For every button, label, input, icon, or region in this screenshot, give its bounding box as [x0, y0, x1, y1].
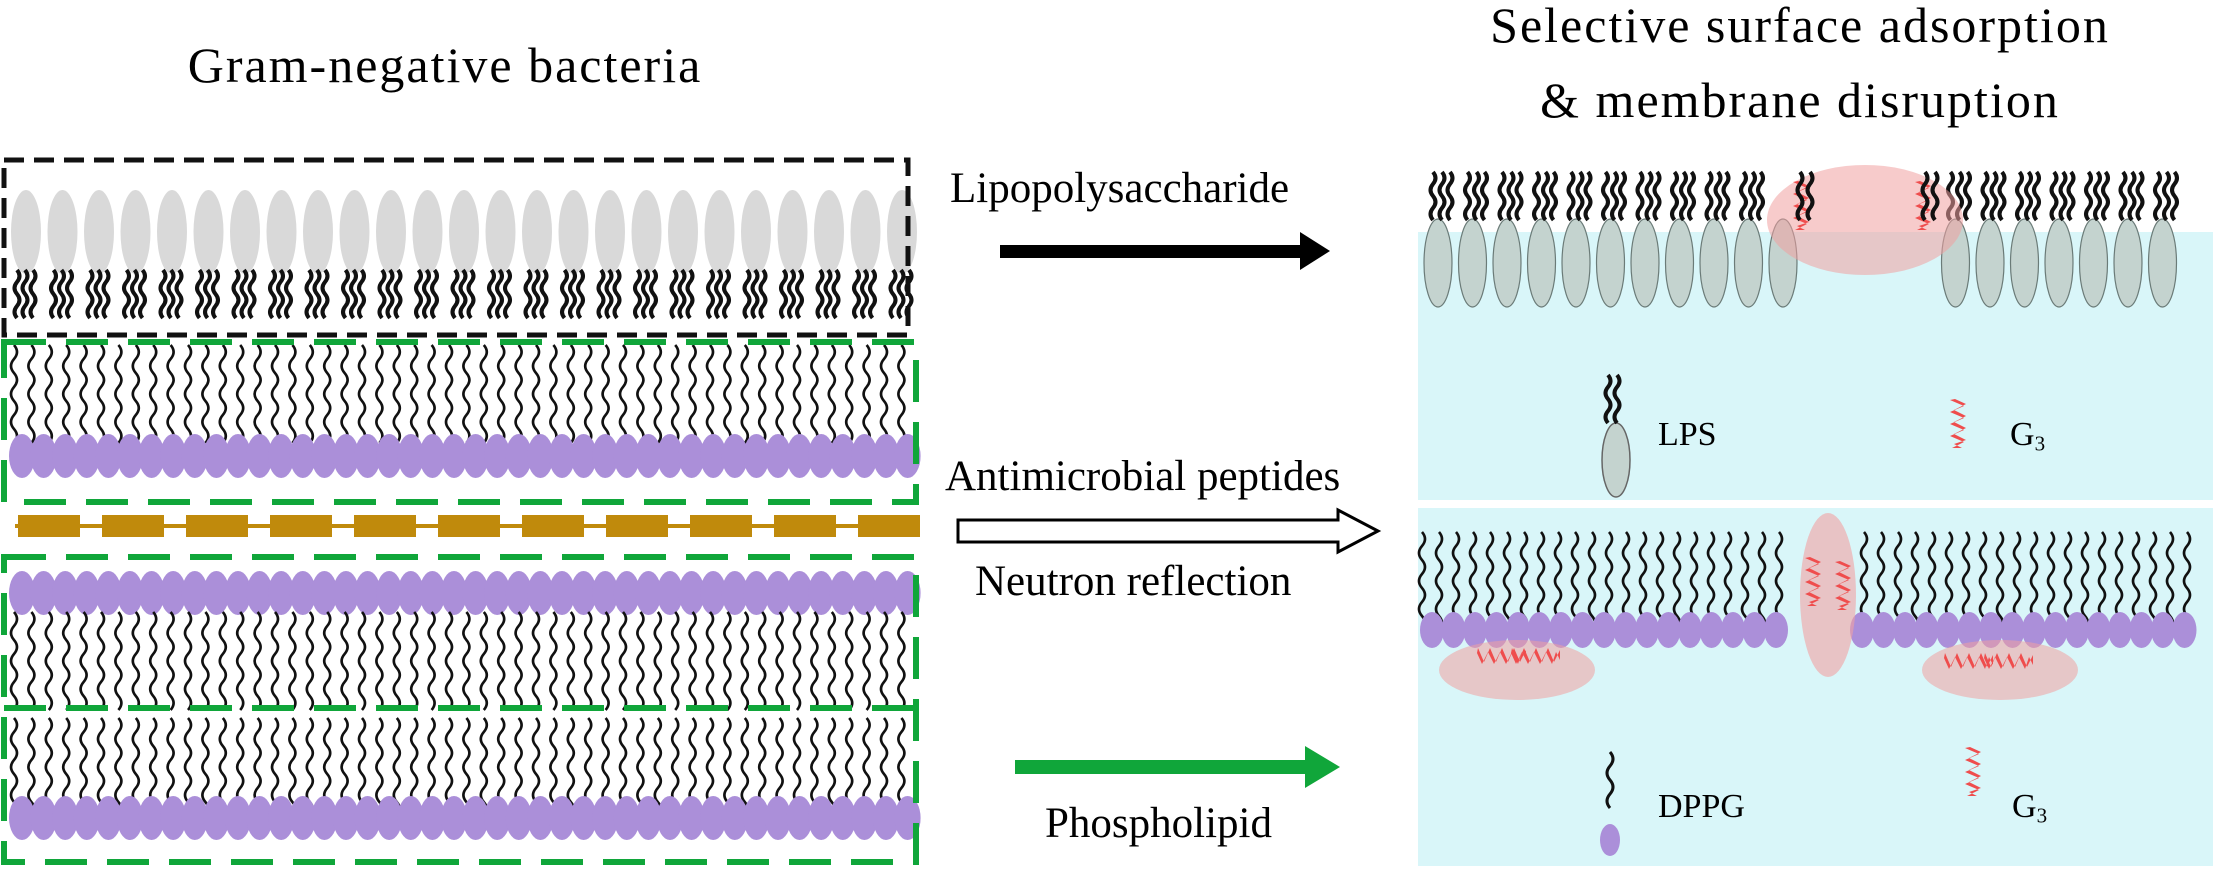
peptidoglycan-layer — [15, 515, 920, 537]
dppg-bilayer-model — [1417, 513, 2197, 700]
lps-dashed-box — [1, 157, 911, 338]
lps-outer-leaflet — [11, 190, 917, 320]
peptide-arrow — [956, 507, 1382, 555]
legend-dppg-symbol — [1600, 750, 1620, 856]
right-panel-title-line1: Selective surface adsorption — [1490, 0, 2110, 53]
outer-membrane-inner-leaflet — [9, 343, 921, 478]
legend-lps-symbol — [1601, 373, 1631, 498]
antimicrobial-peptides-label: Antimicrobial peptides — [945, 453, 1341, 500]
neutron-reflection-label: Neutron reflection — [975, 558, 1292, 605]
phospholipid-label: Phospholipid — [1045, 800, 1272, 847]
legend-g3-label-bottom: G3 — [2012, 788, 2048, 828]
left-panel-title: Gram-negative bacteria — [187, 37, 703, 93]
legend-dppg-label: DPPG — [1658, 788, 1745, 825]
lps-arrow — [1000, 232, 1330, 270]
inner-membrane-dashed-box — [1, 554, 919, 865]
disruption-panel — [1417, 165, 2213, 866]
phospholipid-arrow — [1015, 746, 1340, 788]
outer-membrane-dashed-box — [1, 339, 919, 505]
legend-lps-label: LPS — [1658, 416, 1717, 453]
right-panel-title-line2: & membrane disruption — [1540, 72, 2060, 128]
inner-membrane-bilayer — [9, 571, 921, 840]
lps-monolayer-model — [1423, 165, 2179, 308]
transfer-arrows — [956, 232, 1382, 788]
gram-negative-membrane — [1, 157, 921, 865]
legend-g3-label-top: G3 — [2010, 416, 2046, 456]
lipopolysaccharide-label: Lipopolysaccharide — [950, 165, 1290, 212]
